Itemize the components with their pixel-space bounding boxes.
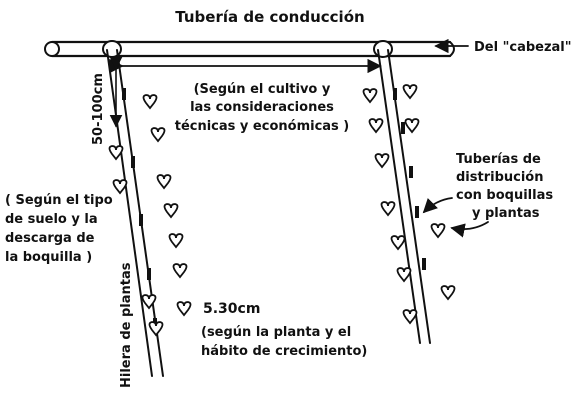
svg-text:y plantas: y plantas — [472, 206, 540, 221]
svg-text:Tuberías de: Tuberías de — [456, 152, 541, 167]
svg-text:(según la planta y el: (según la planta y el — [201, 325, 351, 340]
plant-spacing-note: 5.30cm (según la planta y el hábito de c… — [201, 301, 367, 359]
right-emitters — [393, 88, 426, 270]
left-plants — [108, 94, 192, 337]
svg-text:hábito de crecimiento): hábito de crecimiento) — [201, 344, 367, 359]
plant-row-label: Hilera de plantas — [119, 262, 134, 388]
svg-text:la boquilla ): la boquilla ) — [5, 250, 92, 265]
lateral-label: Tuberías de distribución con boquillas y… — [456, 152, 553, 221]
svg-text:de suelo y la: de suelo y la — [5, 212, 98, 227]
lateral-spacing-note: (Según el cultivo y las consideraciones … — [175, 82, 350, 134]
emitter-note: ( Según el tipo de suelo y la descarga d… — [5, 193, 113, 265]
right-lateral-pipe — [373, 40, 431, 344]
svg-text:5.30cm: 5.30cm — [203, 301, 260, 317]
lateral-label-arrow — [422, 197, 453, 214]
svg-text:con boquillas: con boquillas — [456, 188, 553, 203]
right-plants — [362, 84, 456, 325]
header-label: Del "cabezal" — [474, 40, 572, 55]
svg-text:distribución: distribución — [456, 170, 544, 185]
svg-text:( Según el tipo: ( Según el tipo — [5, 193, 113, 208]
plant-label-arrow — [450, 221, 489, 238]
diagram-title: Tubería de conducción — [175, 8, 364, 26]
svg-text:50-100cm: 50-100cm — [91, 73, 106, 145]
svg-text:descarga de: descarga de — [5, 231, 95, 246]
emitter-spacing-dimension: 50-100cm — [91, 56, 123, 145]
svg-text:las consideraciones: las consideraciones — [190, 100, 334, 115]
svg-text:(Según el cultivo y: (Según el cultivo y — [194, 82, 331, 97]
svg-text:técnicas y económicas ): técnicas y económicas ) — [175, 119, 350, 134]
